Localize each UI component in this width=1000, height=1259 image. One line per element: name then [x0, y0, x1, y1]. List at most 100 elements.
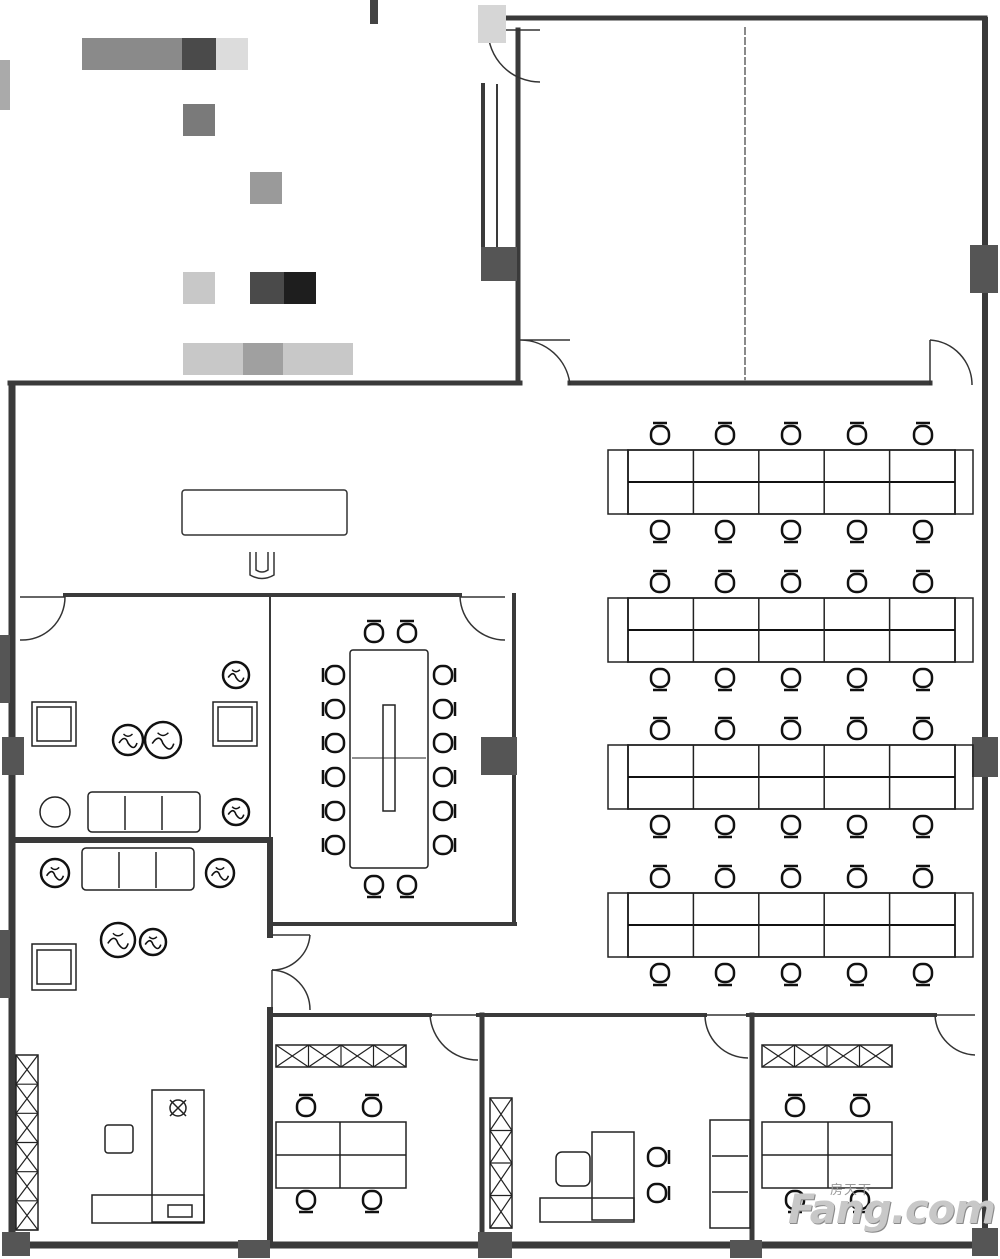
lamp-icon [169, 1099, 187, 1117]
blurred-block [250, 172, 282, 204]
chair-seat [649, 867, 671, 889]
pillar [0, 930, 10, 998]
plant-pot [99, 921, 137, 959]
chair-seat [849, 1189, 871, 1211]
chair [714, 716, 736, 741]
chair [780, 864, 802, 889]
chair-seat [361, 1096, 383, 1118]
chair [846, 667, 868, 692]
door [704, 1014, 749, 1059]
watermark-logo: Fang.com [788, 1187, 996, 1233]
chair-seat [324, 698, 346, 720]
pillar [730, 1240, 762, 1258]
row-end-panel [607, 892, 629, 958]
chair-seat [784, 1189, 806, 1211]
plant-leaf [112, 932, 124, 937]
reception [181, 489, 348, 580]
plant-leaf [157, 732, 169, 737]
cabinet-cross [15, 1054, 39, 1085]
chair [361, 1093, 383, 1118]
chair [363, 619, 385, 644]
workstation-row [607, 597, 974, 663]
blurred-block [183, 104, 215, 136]
chair [846, 569, 868, 594]
blurred-block [82, 38, 182, 70]
cabinet-cross [489, 1195, 513, 1229]
chair [912, 716, 934, 741]
blurred-block [284, 272, 316, 304]
row-end-panel [954, 449, 974, 515]
chair [714, 421, 736, 446]
chair [361, 1189, 383, 1214]
chair [846, 864, 868, 889]
door [429, 1014, 479, 1061]
plant-leaf [231, 669, 241, 673]
chair-seat [363, 874, 385, 896]
door [519, 339, 571, 386]
chair-seat [780, 867, 802, 889]
chair [912, 814, 934, 839]
walls [7, 15, 989, 1249]
open-office-workstations [607, 449, 974, 958]
chair [649, 667, 671, 692]
chair-seat [714, 962, 736, 984]
door [271, 934, 311, 971]
office-chair [104, 1124, 134, 1154]
chair-seat [649, 667, 671, 689]
chair-seat [432, 800, 454, 822]
conference-table [349, 649, 429, 869]
chair-seat [846, 814, 868, 836]
plant-leaf [107, 937, 129, 950]
wall-stub [0, 60, 10, 110]
chair-seat [846, 667, 868, 689]
chair [714, 569, 736, 594]
office-bottom-left [15, 1054, 205, 1231]
office-bottom-mid-right [489, 1097, 751, 1229]
chair [780, 962, 802, 987]
chair [321, 834, 346, 856]
chair [321, 698, 346, 720]
plant-leaf [210, 870, 230, 881]
cabinet-cross [826, 1044, 861, 1068]
upper-left-room [0, 0, 506, 375]
chair [714, 864, 736, 889]
row-end-panel [607, 597, 629, 663]
chairs [295, 421, 934, 1214]
armchair [31, 701, 77, 747]
chair-seat [432, 732, 454, 754]
armchair-inner [36, 949, 72, 985]
chair [846, 716, 868, 741]
chair [295, 1093, 317, 1118]
plant-pot [221, 797, 251, 827]
plant-leaf [148, 936, 158, 940]
chair [321, 664, 346, 686]
pillars [0, 245, 998, 1258]
cabinet-cross [15, 1171, 39, 1202]
chair-seat [432, 698, 454, 720]
cabinet-cross [275, 1044, 310, 1068]
plant-leaf [227, 672, 245, 683]
chair [784, 1189, 806, 1214]
chair [432, 732, 457, 754]
cabinet-cross [859, 1044, 893, 1068]
blurred-block [478, 5, 506, 43]
plant-leaf [45, 870, 65, 881]
chair [396, 874, 418, 899]
chair [912, 421, 934, 446]
row-end-panel [954, 597, 974, 663]
chair-seat [324, 732, 346, 754]
chair [714, 519, 736, 544]
plant-icon [111, 723, 145, 757]
chair-seat [846, 572, 868, 594]
door [19, 596, 66, 641]
plant-icon [204, 857, 236, 889]
blurred-block [216, 38, 248, 70]
door [934, 1014, 976, 1056]
chair-seat [714, 867, 736, 889]
chair-seat [912, 572, 934, 594]
chair-seat [432, 834, 454, 856]
chair-seat [912, 667, 934, 689]
chair-seat [714, 667, 736, 689]
chair-seat [780, 424, 802, 446]
chair-seat [846, 519, 868, 541]
